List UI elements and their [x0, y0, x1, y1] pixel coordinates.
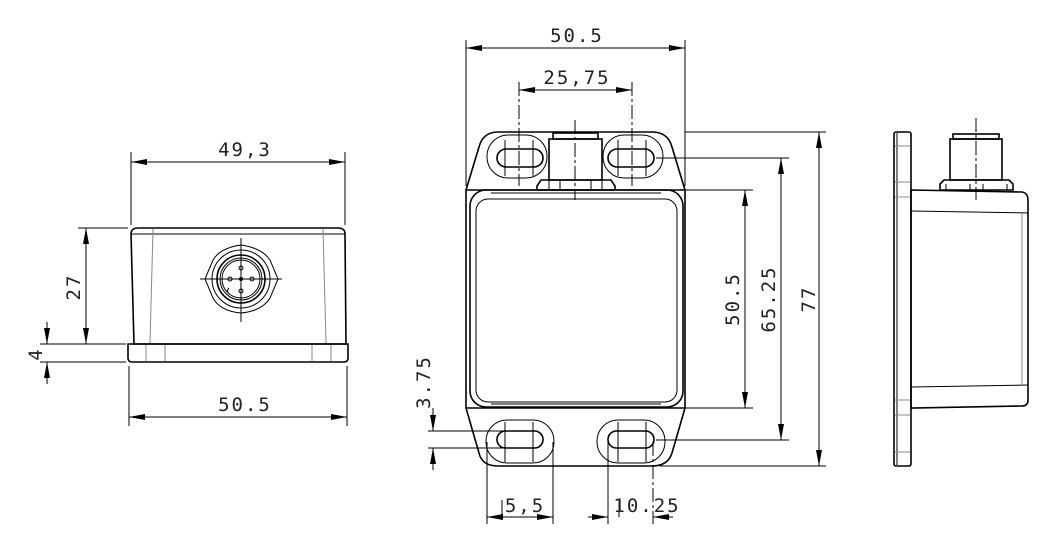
dim-overall-length: 77: [798, 286, 820, 313]
dim-base-height: 4: [25, 347, 47, 360]
dim-width-bottom: 50.5: [218, 394, 272, 416]
dim-slot-width: 5,5: [505, 495, 545, 517]
dim-overall-width: 50.5: [550, 25, 604, 47]
housing-top: [469, 189, 684, 408]
side-connector: [939, 133, 1014, 191]
dim-hole-spacing: 25,75: [543, 67, 610, 89]
dim-height: 27: [63, 274, 85, 301]
m12-connector-face: [200, 238, 282, 322]
dim-slot-offset: 3.75: [413, 355, 435, 409]
mounting-slot-top-left: [486, 134, 548, 179]
dim-hole-pitch: 65.25: [758, 265, 780, 332]
dim-body-length: 50.5: [722, 272, 744, 326]
top-view: 50.5 25,75 50.5 65.25 77 3.75 5,5: [413, 25, 826, 524]
mounting-plate-outline: [465, 131, 686, 467]
dim-slot-length: 10.25: [613, 495, 680, 517]
dim-width-top: 49,3: [218, 139, 272, 161]
mounting-slot-bottom-right: [596, 419, 666, 464]
side-housing: [910, 189, 1029, 409]
side-view: [893, 118, 1029, 467]
front-view: 49,3 50.5 27 4: [25, 139, 349, 426]
base-plate: [127, 343, 349, 363]
housing-body: [130, 227, 347, 345]
mounting-slot-bottom-left: [485, 419, 555, 464]
mounting-slot-top-right: [602, 134, 664, 179]
